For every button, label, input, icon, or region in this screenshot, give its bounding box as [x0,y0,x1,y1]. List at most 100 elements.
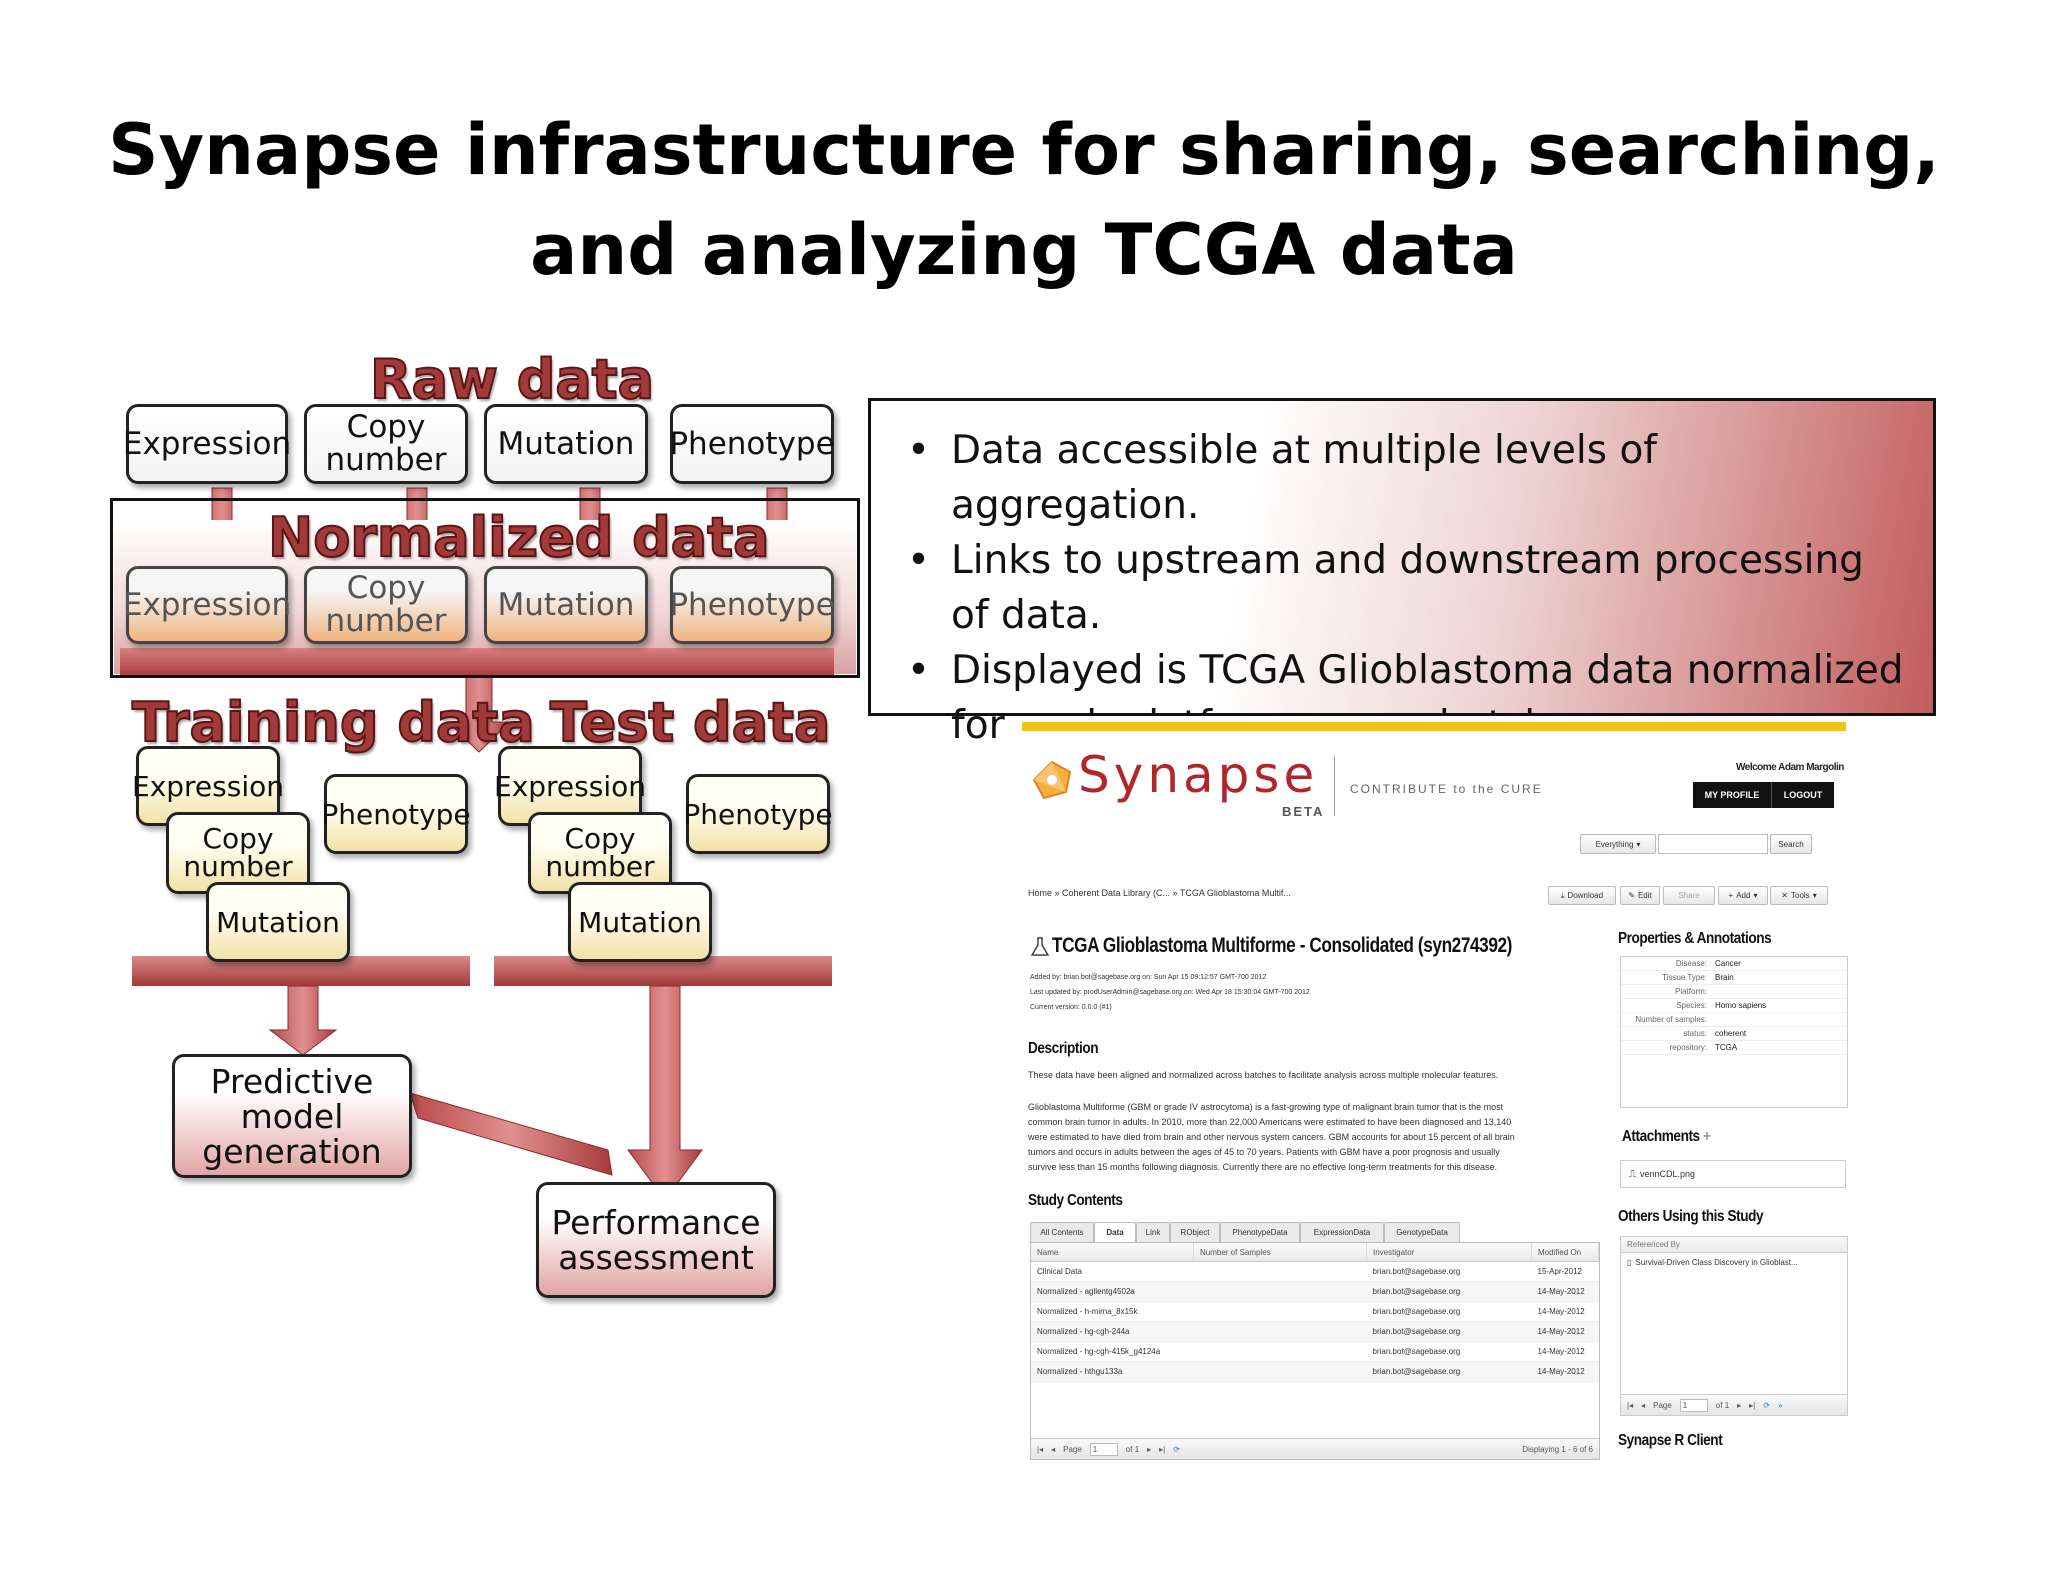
pencil-icon: ✎ [1628,891,1635,900]
slide-title-line-1: Synapse infrastructure for sharing, sear… [108,109,1940,191]
referenced-by-header: Referenced By [1621,1237,1847,1253]
breadcrumb[interactable]: Home » Coherent Data Library (C... » TCG… [1028,888,1291,898]
column-header[interactable]: Modified On [1531,1243,1599,1262]
property-key: repository: [1669,1043,1707,1052]
reference-item[interactable]: ▯ Survival-Driven Class Discovery in Gli… [1627,1258,1798,1267]
logout-button[interactable]: LOGOUT [1771,782,1834,808]
next-page-icon[interactable]: ▸ [1737,1400,1742,1410]
table-cell: brian.bot@sagebase.org [1366,1321,1532,1342]
training-mutation-box: Mutation [206,882,350,962]
welcome-text: Welcome Adam Margolin [1736,762,1844,773]
tab-genotypedata[interactable]: GenotypeData [1384,1222,1460,1243]
attachment-item[interactable]: ⎍ vennCDL.png [1620,1160,1846,1188]
properties-heading: Properties & Annotations [1618,930,1772,947]
expand-icon[interactable]: » [1777,1400,1783,1410]
property-row: status: coherent [1621,1027,1847,1041]
normalized-phenotype-box: Phenotype [669,566,835,644]
bullet-item: •Data accessible at multiple levels of a… [907,428,1658,528]
table-cell: 14-May-2012 [1531,1321,1599,1342]
table-cell [1193,1281,1367,1302]
tab-all-contents[interactable]: All Contents [1030,1222,1094,1243]
others-using-heading: Others Using this Study [1618,1208,1764,1225]
synapse-logo-text: Synapse [1078,746,1319,804]
column-header[interactable]: Number of Samples [1193,1243,1367,1262]
next-page-icon[interactable]: ▸ [1147,1444,1152,1454]
tab-expressiondata[interactable]: ExpressionData [1300,1222,1384,1243]
table-cell: Normalized - h-mirna_8x15k [1031,1301,1194,1322]
tagline: CONTRIBUTE to the CURE [1350,782,1543,796]
refresh-icon[interactable]: ⟳ [1173,1444,1180,1454]
page-input[interactable]: 1 [1679,1398,1708,1412]
bullet-item: •Links to upstream and downstream proces… [907,538,1864,638]
search-button[interactable]: Search [1770,834,1812,854]
property-row: Number of samples: [1621,1013,1847,1027]
tools-icon: ✕ [1781,891,1788,900]
column-header[interactable]: Investigator [1366,1243,1532,1262]
tools-button[interactable]: ✕Tools▾ [1770,886,1828,905]
tab-link[interactable]: Link [1136,1222,1170,1243]
table-cell: brian.bot@sagebase.org [1366,1341,1532,1362]
test-down-arrow [627,985,703,1201]
my-profile-button[interactable]: MY PROFILE [1693,782,1771,808]
refresh-icon[interactable]: ⟳ [1763,1400,1770,1410]
tab-phenotypedata[interactable]: PhenotypeData [1220,1222,1300,1243]
column-header[interactable]: Name [1031,1243,1194,1262]
first-page-icon[interactable]: |◂ [1627,1400,1634,1410]
test-data-label: Test data [549,691,831,754]
current-version: Current version: 0.0.0 (#1) [1030,1004,1112,1011]
references-pager: |◂ ◂ Page 1 of 1 ▸ ▸| ⟳ » [1621,1394,1847,1415]
bullet-panel: •Data accessible at multiple levels of a… [868,398,1936,748]
prev-page-icon[interactable]: ◂ [1641,1400,1646,1410]
image-file-icon: ⎍ [1629,1168,1636,1180]
page-input[interactable]: 1 [1089,1442,1118,1456]
property-key: Disease: [1675,959,1707,968]
tab-data[interactable]: Data [1094,1222,1136,1243]
document-icon: ▯ [1627,1258,1632,1267]
accent-bar [1022,722,1846,731]
raw-expression-box: Expression [123,404,291,484]
test-mutation-box: Mutation [568,882,712,962]
first-page-icon[interactable]: |◂ [1037,1444,1044,1454]
table-cell: Normalized - hg-cgh-244a [1031,1321,1194,1342]
property-key: Platform: [1674,987,1707,996]
content-tabs: All Contents Data Link RObject Phenotype… [1030,1222,1590,1243]
last-page-icon[interactable]: ▸| [1159,1444,1166,1454]
search-scope-select[interactable]: Everything▾ [1580,834,1656,854]
download-button[interactable]: ⤓Download [1548,886,1616,905]
bullet-list: •Data accessible at multiple levels of a… [871,401,1933,753]
raw-data-label: Raw data [369,348,655,411]
study-contents-heading: Study Contents [1028,1192,1123,1209]
entity-title: TCGA Glioblastoma Multiforme - Consolida… [1052,934,1513,957]
edit-button[interactable]: ✎Edit [1620,886,1660,905]
search-input[interactable] [1658,834,1768,854]
property-row: Species:Homo sapiens [1621,999,1847,1013]
add-button[interactable]: +Add▾ [1718,886,1768,905]
property-value: Brain [1715,973,1734,982]
attachment-filename[interactable]: vennCDL.png [1640,1169,1696,1179]
table-row[interactable]: Normalized - hg-cgh-244a brian.bot@sageba… [1031,1321,1599,1342]
property-row: Platform: [1621,985,1847,999]
raw-phenotype-box: Phenotype [669,404,835,484]
raw-mutation-box: Mutation [484,404,648,484]
updated-by: Last updated by: prodUserAdmin@sagebase.… [1030,989,1310,996]
prev-page-icon[interactable]: ◂ [1051,1444,1056,1454]
last-page-icon[interactable]: ▸| [1749,1400,1756,1410]
contents-table: Name Number of Samples Investigator Modi… [1031,1243,1599,1382]
tab-robject[interactable]: RObject [1170,1222,1220,1243]
add-attachment-icon[interactable]: + [1703,1128,1711,1145]
share-button[interactable]: Share [1663,886,1715,905]
table-cell: brian.bot@sagebase.org [1366,1361,1532,1382]
property-key: status: [1683,1029,1707,1038]
flask-icon [1030,936,1050,958]
property-value: coherent [1715,1029,1747,1038]
normalized-expression-box: Expression [123,566,291,644]
slide-title: Synapse infrastructure for sharing, sear… [0,100,2048,300]
